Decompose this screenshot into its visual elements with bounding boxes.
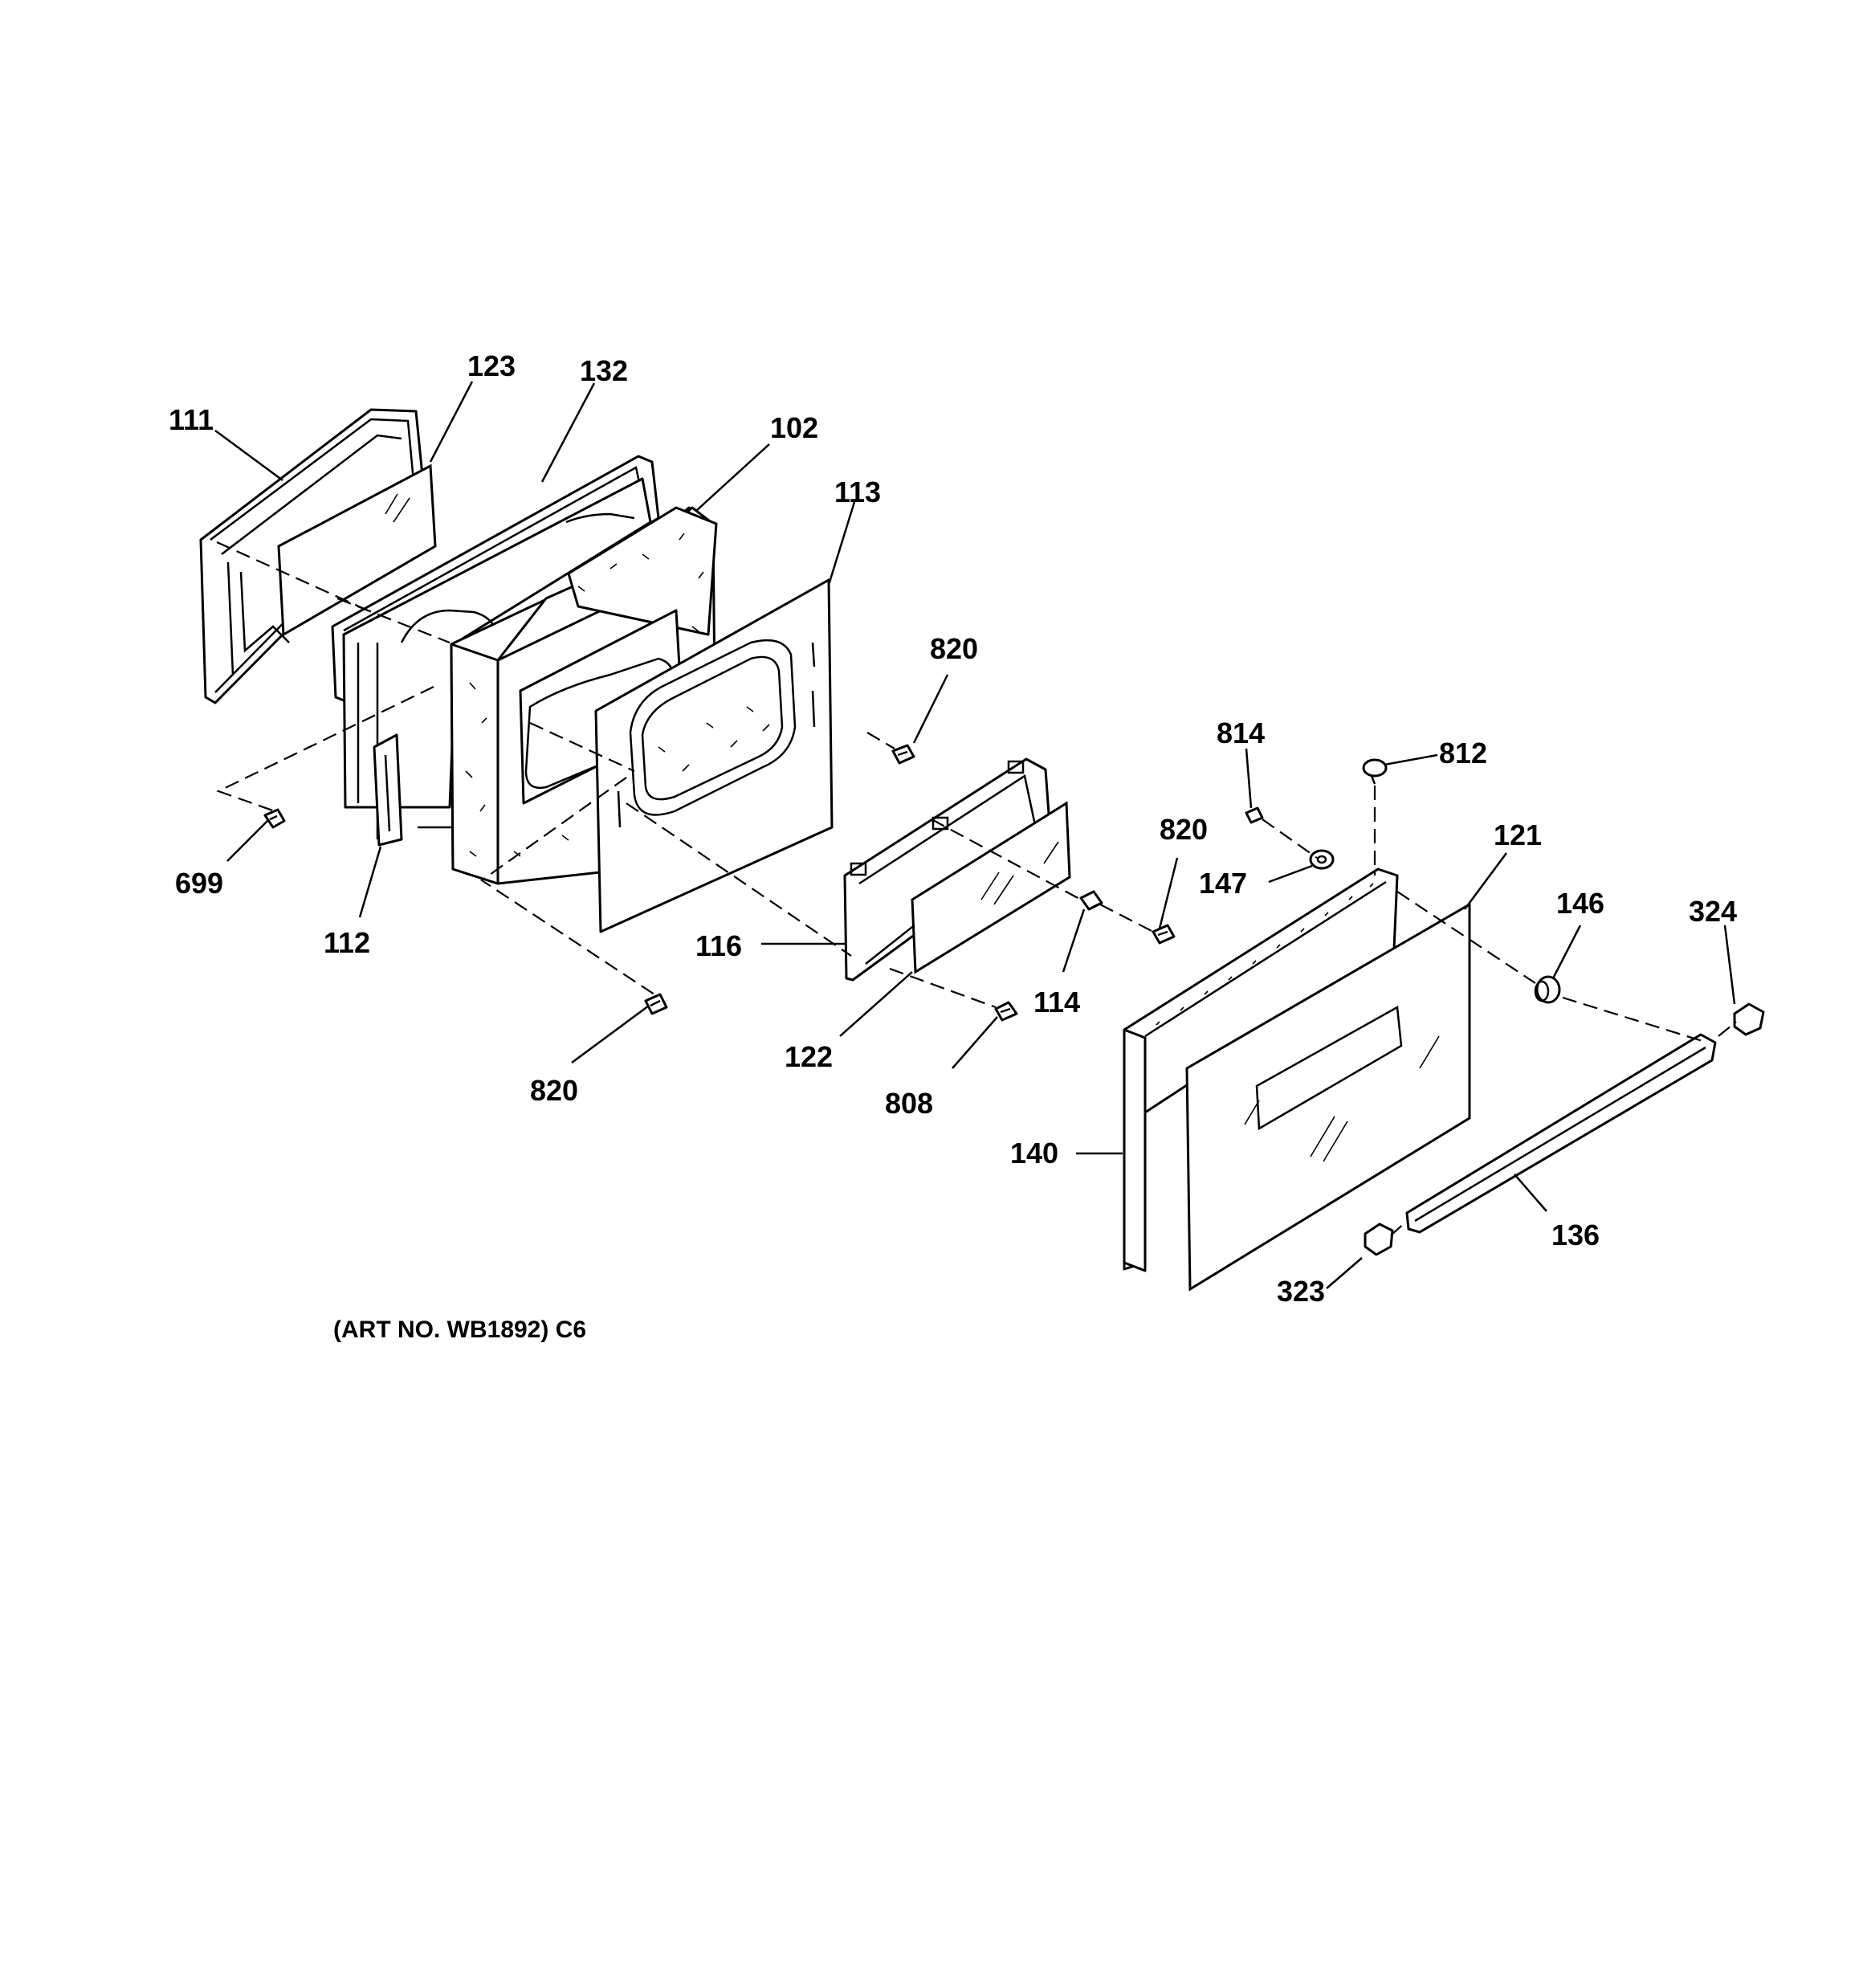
art-number-caption: (ART NO. WB1892) C6 [333,1316,586,1343]
label-121: 121 [1494,818,1542,851]
part-812-screw [1362,758,1388,785]
label-122: 122 [785,1040,833,1073]
leader-lines [214,381,1736,1289]
label-102: 102 [770,411,818,444]
part-820-screw-right [1152,924,1176,945]
part-147-washer [1309,849,1335,870]
label-324: 324 [1689,895,1737,928]
part-132-gasket-frame [331,455,660,847]
part-146-spacer [1534,975,1561,1004]
part-140-door-frame [1123,867,1399,1272]
label-132: 132 [580,354,628,387]
part-814-screw [1245,806,1264,824]
label-820-right: 820 [1160,813,1208,846]
label-814: 814 [1217,716,1265,749]
part-labels: 111 123 132 102 113 820 699 112 820 116 … [169,349,1737,1308]
label-147: 147 [1199,867,1247,900]
label-808: 808 [885,1087,933,1120]
label-116: 116 [695,929,742,962]
label-820-bottom: 820 [530,1074,578,1107]
label-123: 123 [467,349,516,382]
part-699-screw [263,808,286,829]
part-136-handle [1405,1033,1717,1234]
label-140: 140 [1010,1137,1058,1170]
label-111: 111 [169,403,214,436]
label-136: 136 [1551,1219,1600,1251]
assembly-lines [216,541,1737,1236]
part-808-screw [994,1001,1018,1022]
label-699: 699 [175,867,223,900]
part-121-outer-glass [1185,902,1471,1292]
part-122-middle-glass [911,801,1071,974]
part-324-end-cap [1733,1002,1765,1036]
part-123-inner-glass [277,463,437,637]
label-112: 112 [324,926,370,959]
part-114-clip [1079,890,1103,911]
part-820-screw-top [891,744,915,765]
label-812: 812 [1439,737,1487,769]
label-113: 113 [834,476,881,508]
part-820-screw-bottom [644,993,668,1015]
part-323-end-cap [1364,1223,1394,1256]
label-114: 114 [1033,986,1080,1018]
part-113-inner-panel [594,578,834,933]
label-146: 146 [1556,887,1604,920]
label-323: 323 [1277,1275,1325,1308]
label-820-top: 820 [930,632,978,665]
